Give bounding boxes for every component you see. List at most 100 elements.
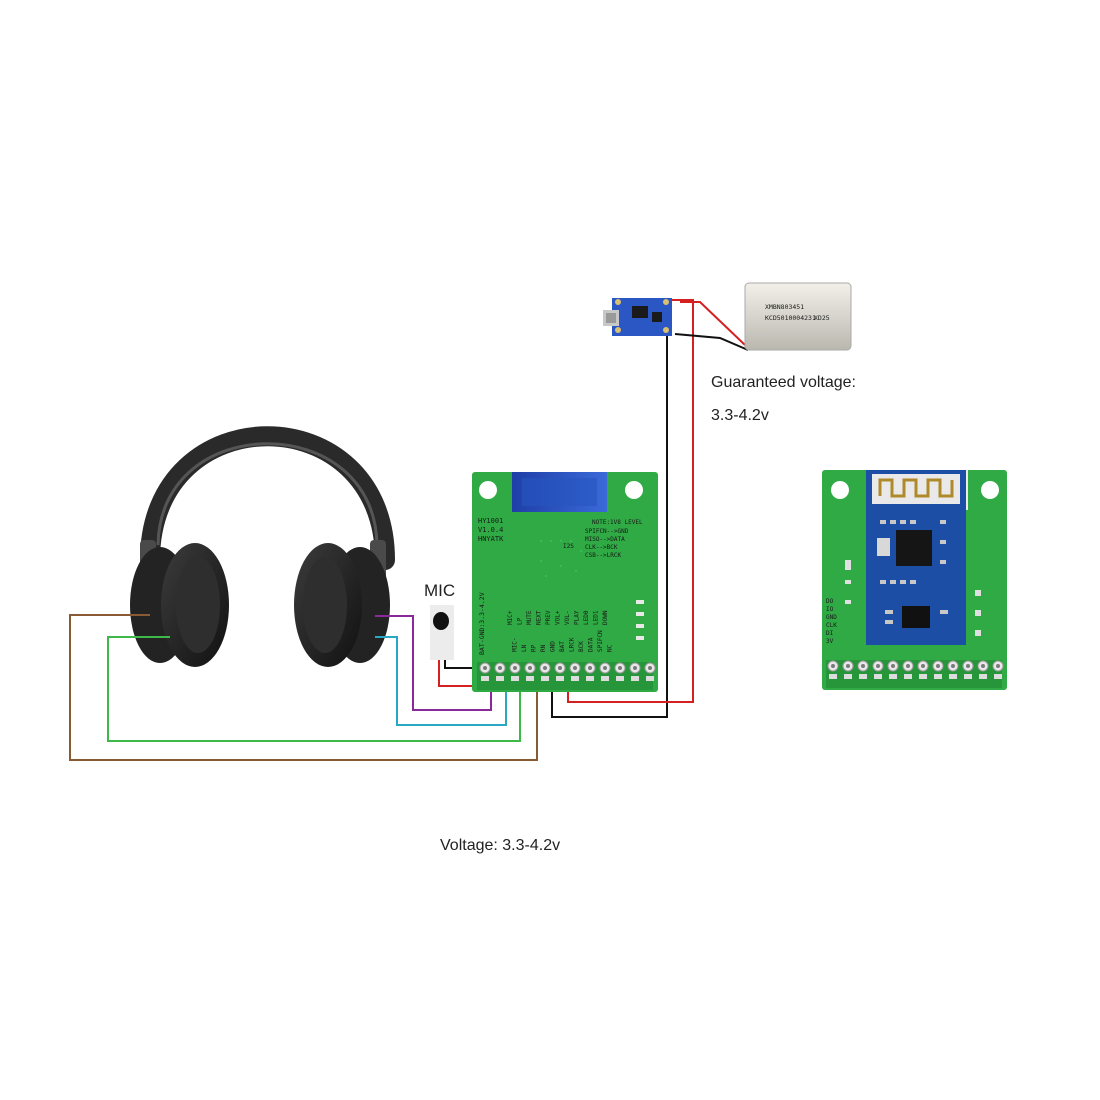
header-pin-hole bbox=[618, 666, 622, 670]
wire-green bbox=[107, 636, 521, 742]
pin-label: LN bbox=[521, 644, 528, 652]
header-pin-hole bbox=[558, 666, 562, 670]
header-pin-pad bbox=[964, 674, 972, 679]
header-pin-hole bbox=[951, 664, 955, 668]
bluetooth-module-icon: DO IO GND CLK DI 3V bbox=[822, 470, 1007, 690]
pin-labels: MIC+MIC-LPLNMUTERPNEXTRNPREVGNDVOL+BATVO… bbox=[507, 610, 614, 652]
svg-text:HY1001: HY1001 bbox=[478, 517, 503, 525]
header-pin-pad bbox=[556, 676, 564, 681]
pin-label: BAT bbox=[559, 641, 566, 652]
svg-text:V1.0.4: V1.0.4 bbox=[478, 526, 503, 534]
pin-label: VOL- bbox=[564, 611, 571, 625]
header-pin-pad bbox=[904, 674, 912, 679]
pin-label: NC bbox=[607, 644, 614, 652]
guaranteed-voltage-label: Guaranteed voltage: bbox=[711, 374, 856, 391]
pin-label: DATA bbox=[588, 637, 595, 652]
wire-purple bbox=[375, 615, 492, 711]
header-pin-hole bbox=[936, 664, 940, 668]
header-pin-pad bbox=[646, 676, 654, 681]
svg-text:XD25: XD25 bbox=[814, 314, 830, 322]
svg-text:3V: 3V bbox=[826, 638, 834, 645]
header-pin-hole bbox=[603, 666, 607, 670]
header-pin-pad bbox=[481, 676, 489, 681]
header-pin-pad bbox=[889, 674, 897, 679]
header-pin-pad bbox=[919, 674, 927, 679]
header-pin-pad bbox=[631, 676, 639, 681]
charger-board-icon bbox=[603, 298, 672, 336]
pin-label: RN bbox=[540, 644, 547, 652]
header-pin-pad bbox=[829, 674, 837, 679]
header-pin-hole bbox=[513, 666, 517, 670]
header-pin-pad bbox=[601, 676, 609, 681]
header-pin-hole bbox=[846, 664, 850, 668]
voltage-label: Voltage: 3.3-4.2v bbox=[440, 837, 561, 854]
header-pin-hole bbox=[588, 666, 592, 670]
wire-cyan bbox=[375, 636, 507, 726]
pin-label: PLAY bbox=[574, 610, 581, 625]
pin-label: GND bbox=[550, 641, 557, 652]
svg-text:CSB-->LRCK: CSB-->LRCK bbox=[585, 552, 622, 559]
svg-text:NOTE:1V8 LEVEL: NOTE:1V8 LEVEL bbox=[592, 519, 643, 526]
guaranteed-voltage-value: 3.3-4.2v bbox=[711, 407, 769, 424]
header-pin-pad bbox=[979, 674, 987, 679]
header-pin-pad bbox=[859, 674, 867, 679]
svg-text:GND: GND bbox=[826, 614, 837, 621]
header-pins bbox=[479, 662, 656, 681]
mic-label: MIC bbox=[424, 581, 456, 600]
header-pin-hole bbox=[891, 664, 895, 668]
wire-bat-red bbox=[567, 299, 694, 703]
svg-text:IO: IO bbox=[826, 606, 834, 613]
svg-text:MISO-->DATA: MISO-->DATA bbox=[585, 536, 625, 543]
svg-text:I2S: I2S bbox=[563, 543, 574, 550]
header-pin-pad bbox=[586, 676, 594, 681]
pin-label: MIC- bbox=[512, 638, 519, 652]
svg-text:XMBN803451: XMBN803451 bbox=[765, 303, 804, 311]
pin-label: NEXT bbox=[536, 610, 543, 625]
header-pin-hole bbox=[573, 666, 577, 670]
pin-label: BCK bbox=[578, 641, 585, 652]
main-board: HY1001 V1.0.4 HNYATK I2S NOTE:1V8 LEVEL … bbox=[472, 472, 658, 692]
header-pin-hole bbox=[633, 666, 637, 670]
pin-label: RP bbox=[531, 644, 538, 652]
header-pin-pad bbox=[511, 676, 519, 681]
header-pin-pad bbox=[571, 676, 579, 681]
pin-label: DOWN bbox=[602, 610, 609, 625]
wiring bbox=[69, 299, 749, 761]
pin-label: LP bbox=[517, 617, 524, 625]
header-pin-hole bbox=[831, 664, 835, 668]
svg-text:DO: DO bbox=[826, 598, 834, 605]
header-pin-hole bbox=[861, 664, 865, 668]
pin-label: PREV bbox=[545, 610, 552, 625]
svg-text:KCD5010004231: KCD5010004231 bbox=[765, 314, 816, 322]
header-pin-hole bbox=[966, 664, 970, 668]
header-pin-hole bbox=[483, 666, 487, 670]
header-pin-pad bbox=[616, 676, 624, 681]
pin-label: MIC+ bbox=[507, 610, 514, 625]
pin-label: LRCK bbox=[569, 637, 576, 652]
svg-text:SPIFCN-->GND: SPIFCN-->GND bbox=[585, 528, 629, 535]
header-pin-pad bbox=[541, 676, 549, 681]
pin-label: VOL+ bbox=[555, 610, 562, 625]
svg-text:BAT-GND:3.3-4.2V: BAT-GND:3.3-4.2V bbox=[478, 592, 486, 655]
header-pin-pad bbox=[949, 674, 957, 679]
battery-icon: XMBN803451 KCD5010004231 XD25 bbox=[744, 282, 852, 351]
pin-label: LED0 bbox=[583, 610, 590, 625]
header-pin-hole bbox=[498, 666, 502, 670]
header-pins-bt bbox=[827, 660, 1004, 679]
header-pin-pad bbox=[994, 674, 1002, 679]
header-pin-hole bbox=[543, 666, 547, 670]
svg-text:HNYATK: HNYATK bbox=[478, 535, 504, 543]
headphones-icon bbox=[130, 426, 395, 667]
svg-text:CLK-->BCK: CLK-->BCK bbox=[585, 544, 618, 551]
svg-text:DI: DI bbox=[826, 630, 834, 637]
header-pin-hole bbox=[528, 666, 532, 670]
header-pin-hole bbox=[648, 666, 652, 670]
header-pin-hole bbox=[921, 664, 925, 668]
header-pin-pad bbox=[526, 676, 534, 681]
header-pin-pad bbox=[934, 674, 942, 679]
wire-batt-black bbox=[674, 333, 749, 351]
header-pin-hole bbox=[876, 664, 880, 668]
pin-label: SPIFCN bbox=[597, 630, 604, 652]
